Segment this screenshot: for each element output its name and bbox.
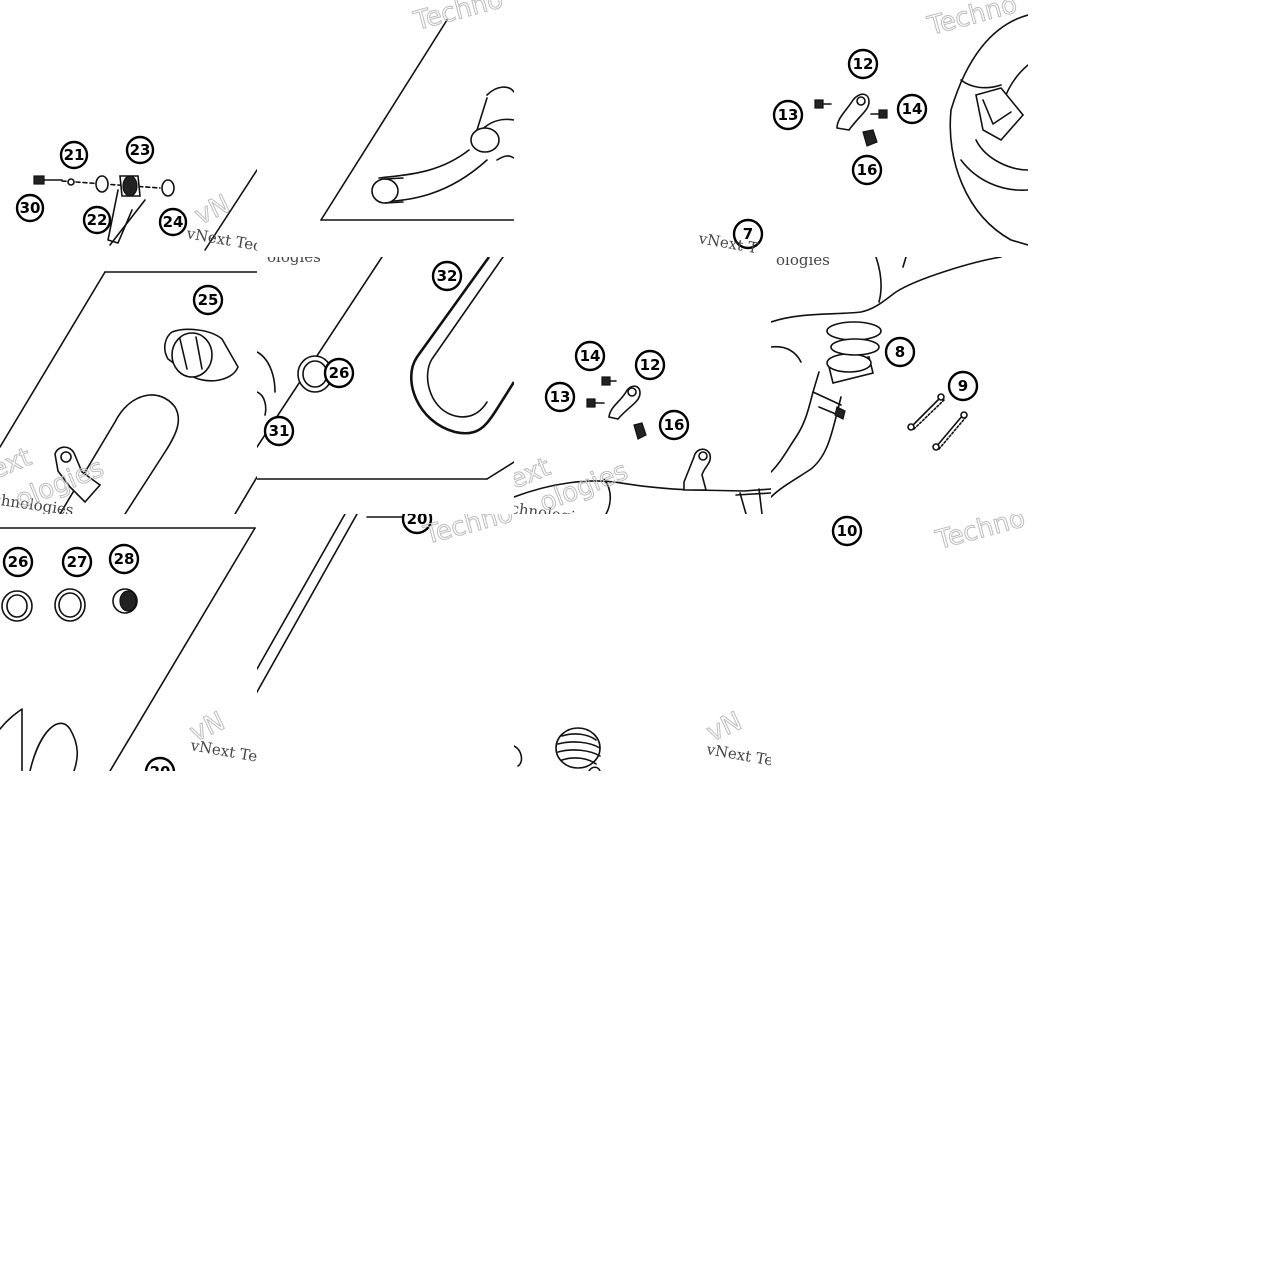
- bolt: [814, 99, 832, 109]
- header-pipe: [371, 127, 500, 204]
- tile-header-pipe-springs: 8 9 7 vNext T ologies: [771, 257, 1028, 514]
- svg-text:9: 9: [958, 377, 968, 395]
- svg-text:20: 20: [407, 514, 428, 528]
- svg-text:32: 32: [437, 267, 458, 285]
- svg-text:27: 27: [67, 553, 88, 571]
- callout-23: 23: [125, 135, 155, 165]
- svg-text:25: 25: [198, 291, 219, 309]
- tile-header-pipe-outlet: Techno: [257, 0, 514, 257]
- tile-callout-10: 10 Techno: [771, 514, 1028, 771]
- watermark-text: ologies: [267, 257, 321, 266]
- svg-text:13: 13: [778, 106, 799, 124]
- clip-nut: [862, 129, 878, 147]
- svg-text:26: 26: [8, 553, 29, 571]
- svg-text:12: 12: [640, 356, 661, 374]
- svg-text:14: 14: [902, 100, 923, 118]
- tile-pipe-ring-and-bend: 26 31 32 ologies: [257, 257, 514, 514]
- callout-28: 28: [108, 543, 140, 575]
- washer: [67, 178, 75, 186]
- callout-24: 24: [158, 207, 188, 237]
- svg-text:23: 23: [130, 141, 151, 159]
- svg-text:30: 30: [20, 199, 41, 217]
- gasket: [826, 321, 882, 341]
- callout-13: 13: [772, 99, 804, 131]
- washer: [161, 179, 175, 197]
- svg-text:10: 10: [837, 522, 858, 540]
- tile-muffler-end-cap: 25 chnologies ext ologies: [0, 257, 257, 514]
- svg-text:21: 21: [64, 146, 85, 164]
- bolt: [870, 109, 888, 119]
- svg-text:26: 26: [329, 364, 350, 382]
- gasket: [830, 338, 880, 356]
- clip-nut: [633, 422, 647, 440]
- callout-9: 9: [947, 370, 979, 402]
- callout-26: 26: [2, 546, 34, 578]
- bolt: [586, 398, 605, 408]
- svg-text:20: 20: [150, 763, 171, 771]
- callout-32: 32: [431, 260, 463, 292]
- callout-16: 16: [851, 154, 883, 186]
- callout-14: 14: [896, 93, 928, 125]
- callout-12: 12: [847, 48, 879, 80]
- callout-13: 13: [544, 381, 576, 413]
- callout-22: 22: [82, 205, 112, 235]
- tile-silencer-bracket: 14 12 13 16 chnologies ext ologies: [514, 257, 771, 514]
- svg-text:13: 13: [550, 388, 571, 406]
- callout-26: 26: [323, 357, 355, 389]
- bolt: [33, 175, 63, 185]
- washer: [95, 175, 109, 193]
- callout-21: 21: [59, 140, 89, 170]
- callout-20: 20: [401, 514, 433, 535]
- watermark-text: ologies: [776, 257, 830, 269]
- callout-10: 10: [831, 515, 863, 547]
- tile-overlay-7: 7 vNext T: [690, 200, 810, 260]
- watermark-ghost: Techno: [924, 0, 1020, 42]
- callout-25: 25: [192, 284, 224, 316]
- callout-7: 7: [732, 218, 764, 250]
- svg-text:7: 7: [743, 225, 753, 243]
- callout-14: 14: [574, 340, 606, 372]
- svg-text:8: 8: [895, 343, 905, 361]
- svg-text:22: 22: [87, 211, 108, 229]
- callout-30: 30: [15, 193, 45, 223]
- watermark-text: vNext Tec: [184, 224, 257, 255]
- svg-text:31: 31: [269, 422, 290, 440]
- tile-silencer-body: 20 Techno: [257, 514, 514, 771]
- header-pipe: [771, 353, 874, 498]
- spring: [932, 411, 968, 451]
- expansion-chamber: [949, 14, 1028, 246]
- svg-text:28: 28: [114, 550, 135, 568]
- tile-flex-joint: vNext Te vN: [514, 514, 771, 771]
- svg-text:12: 12: [853, 55, 874, 73]
- tile-blank: [514, 0, 771, 257]
- tile-expansion-chamber: 12 13 14 16 Techno: [771, 0, 1028, 257]
- flex-joint: [555, 727, 601, 769]
- watermark-ghost: Techno: [420, 514, 514, 551]
- callout-8: 8: [884, 336, 916, 368]
- callout-12: 12: [634, 349, 666, 381]
- watermark-ghost: Techno: [410, 0, 506, 37]
- bolt: [601, 376, 617, 386]
- svg-text:16: 16: [857, 161, 878, 179]
- watermark-ghost: ologies: [535, 456, 632, 514]
- svg-text:24: 24: [163, 213, 184, 231]
- muffler-end-cap: [163, 328, 239, 382]
- callout-27: 27: [61, 546, 93, 578]
- watermark-ghost: Techno: [932, 514, 1028, 556]
- tile-seal-rings: 26 27 28 20 vNext Tec vN: [0, 514, 257, 771]
- callout-20: 20: [144, 756, 176, 771]
- bent-pipe: [409, 257, 514, 435]
- spring: [907, 393, 945, 431]
- tile-mounting-bracket: vN 21 23 30 22 24 vNext Tec: [0, 0, 257, 257]
- svg-text:14: 14: [580, 347, 601, 365]
- callout-16: 16: [658, 409, 690, 441]
- svg-text:16: 16: [664, 416, 685, 434]
- callout-31: 31: [263, 415, 295, 447]
